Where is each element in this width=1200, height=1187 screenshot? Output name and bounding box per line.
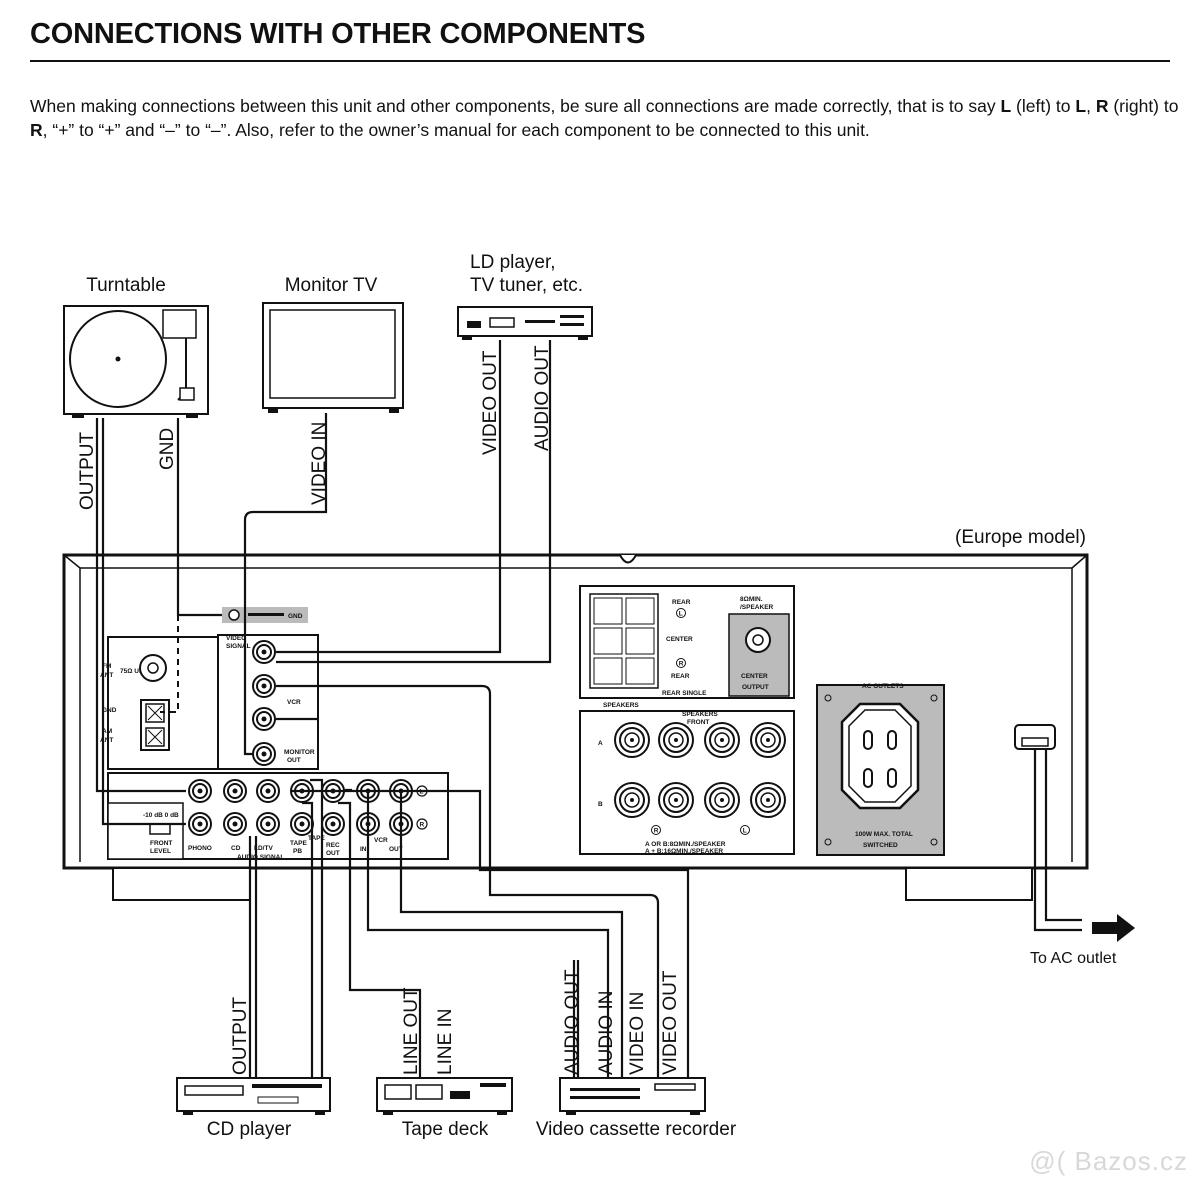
- page-title: CONNECTIONS WITH OTHER COMPONENTS: [30, 18, 646, 50]
- svg-text:REAR: REAR: [672, 599, 691, 606]
- svg-text:VCR: VCR: [287, 699, 301, 706]
- ld-audio-out-label: AUDIO OUT: [532, 345, 553, 451]
- turntable-icon: [63, 305, 209, 418]
- svg-text:LEVEL: LEVEL: [150, 848, 171, 855]
- svg-text:AM: AM: [102, 728, 112, 735]
- svg-text:GND: GND: [288, 613, 303, 620]
- europe-model-label: (Europe model): [955, 527, 1086, 548]
- svg-text:R: R: [654, 828, 659, 835]
- svg-text:75Ω UNBAL: 75Ω UNBAL: [120, 668, 157, 675]
- vcr-label: Video cassette recorder: [536, 1119, 737, 1140]
- svg-text:PB: PB: [293, 848, 302, 855]
- svg-text:ANT: ANT: [100, 672, 113, 679]
- tv-video-in-label: VIDEO IN: [309, 422, 330, 505]
- vcr-audio-in-label: AUDIO IN: [596, 991, 617, 1075]
- vcr-icon: [559, 1077, 706, 1115]
- svg-text:A OR B:8ΩMIN./SPEAKER: A OR B:8ΩMIN./SPEAKER: [645, 841, 726, 848]
- ld-video-out-label: VIDEO OUT: [480, 350, 501, 455]
- cd-player-label: CD player: [207, 1119, 292, 1140]
- rear-speaker-section: REAR L CENTER R REAR REAR SINGLE SPEAKER…: [579, 585, 795, 709]
- svg-text:PHONO: PHONO: [188, 845, 212, 852]
- title-rule: [30, 60, 1170, 62]
- svg-text:B: B: [598, 801, 603, 808]
- tape-line-in-label: LINE IN: [435, 1008, 456, 1075]
- svg-text:OUT: OUT: [389, 846, 403, 853]
- svg-text:AC OUTLETS: AC OUTLETS: [862, 683, 904, 690]
- monitor-tv-label: Monitor TV: [285, 275, 378, 296]
- svg-text:8ΩMIN.: 8ΩMIN.: [740, 596, 763, 603]
- intro-paragraph: When making connections between this uni…: [30, 95, 1179, 140]
- ac-plug: [1014, 724, 1056, 750]
- turntable-output-label: OUTPUT: [77, 432, 98, 511]
- svg-text:OUT: OUT: [326, 850, 340, 857]
- cables: [95, 340, 1082, 1078]
- svg-text:SPEAKERS: SPEAKERS: [682, 711, 718, 718]
- svg-text:R: R: [679, 661, 684, 668]
- svg-text:FRONT: FRONT: [687, 719, 709, 726]
- video-signal-section: VIDEO SIGNAL VCR MONITOR OUT: [217, 634, 319, 770]
- svg-text:VCR: VCR: [374, 837, 388, 844]
- front-speaker-section: SPEAKERS FRONT A B R L A OR B:8ΩMIN./SPE…: [579, 710, 795, 855]
- vcr-video-out-label: VIDEO OUT: [660, 970, 681, 1075]
- turntable-gnd-label: GND: [157, 428, 178, 470]
- svg-text:SIGNAL: SIGNAL: [226, 643, 251, 650]
- svg-text:GND: GND: [102, 707, 117, 714]
- svg-text:R: R: [420, 822, 425, 829]
- svg-text:SPEAKERS: SPEAKERS: [603, 702, 639, 709]
- svg-text:MONITOR: MONITOR: [284, 749, 315, 756]
- arrow-right-icon: [1092, 914, 1135, 942]
- svg-text:TAPE: TAPE: [308, 835, 326, 842]
- svg-text:FRONT: FRONT: [150, 840, 172, 847]
- cd-player-icon: [176, 1077, 331, 1115]
- svg-text:L: L: [743, 828, 747, 835]
- svg-text:IN: IN: [360, 846, 367, 853]
- svg-text:-10 dB 0 dB: -10 dB 0 dB: [143, 812, 179, 819]
- turntable-label: Turntable: [86, 275, 166, 296]
- ld-player-icon: [457, 306, 593, 340]
- watermark: @( Bazos.cz: [1029, 1146, 1188, 1176]
- svg-text:A + B:16ΩMIN./SPEAKER: A + B:16ΩMIN./SPEAKER: [645, 848, 723, 855]
- svg-text:VIDEO: VIDEO: [226, 635, 246, 642]
- svg-text:CENTER: CENTER: [666, 636, 693, 643]
- vcr-audio-out-label: AUDIO OUT: [562, 969, 583, 1075]
- svg-text:AUDIO SIGNAL: AUDIO SIGNAL: [237, 854, 284, 861]
- svg-text:FM: FM: [102, 663, 111, 670]
- svg-text:SWITCHED: SWITCHED: [863, 842, 898, 849]
- svg-text:CENTER: CENTER: [741, 673, 768, 680]
- svg-text:/SPEAKER: /SPEAKER: [740, 604, 774, 611]
- tape-line-out-label: LINE OUT: [401, 987, 422, 1075]
- tape-deck-icon: [376, 1077, 513, 1115]
- tape-deck-label: Tape deck: [402, 1119, 489, 1140]
- svg-text:OUT: OUT: [287, 757, 301, 764]
- svg-text:L: L: [679, 611, 683, 618]
- svg-text:REAR SINGLE: REAR SINGLE: [662, 690, 707, 697]
- monitor-tv-icon: [262, 302, 404, 413]
- svg-text:REC: REC: [326, 842, 340, 849]
- antenna-section: FM ANT 75Ω UNBAL GND AM ANT: [100, 636, 219, 770]
- ld-player-label-line2: TV tuner, etc.: [470, 275, 583, 296]
- vcr-video-in-label: VIDEO IN: [627, 992, 648, 1075]
- cd-output-label: OUTPUT: [230, 997, 251, 1076]
- gnd-terminal: GND: [222, 607, 308, 623]
- svg-text:REAR: REAR: [671, 673, 690, 680]
- svg-text:CD: CD: [231, 845, 241, 852]
- ac-outlets-panel: AC OUTLETS 100W MAX. TOTAL SWITCHED: [816, 683, 945, 856]
- svg-text:TAPE: TAPE: [290, 840, 308, 847]
- svg-text:OUTPUT: OUTPUT: [742, 684, 769, 691]
- svg-text:A: A: [598, 740, 603, 747]
- ld-player-label-line1: LD player,: [470, 252, 556, 273]
- svg-text:ANT: ANT: [100, 737, 113, 744]
- audio-signal-section: -10 dB 0 dB FRONT LEVEL PHONO CD LD/TV T…: [107, 772, 449, 861]
- svg-text:LD/TV: LD/TV: [254, 845, 273, 852]
- svg-text:100W MAX. TOTAL: 100W MAX. TOTAL: [855, 831, 913, 838]
- ac-outlet-label: To AC outlet: [1030, 950, 1117, 967]
